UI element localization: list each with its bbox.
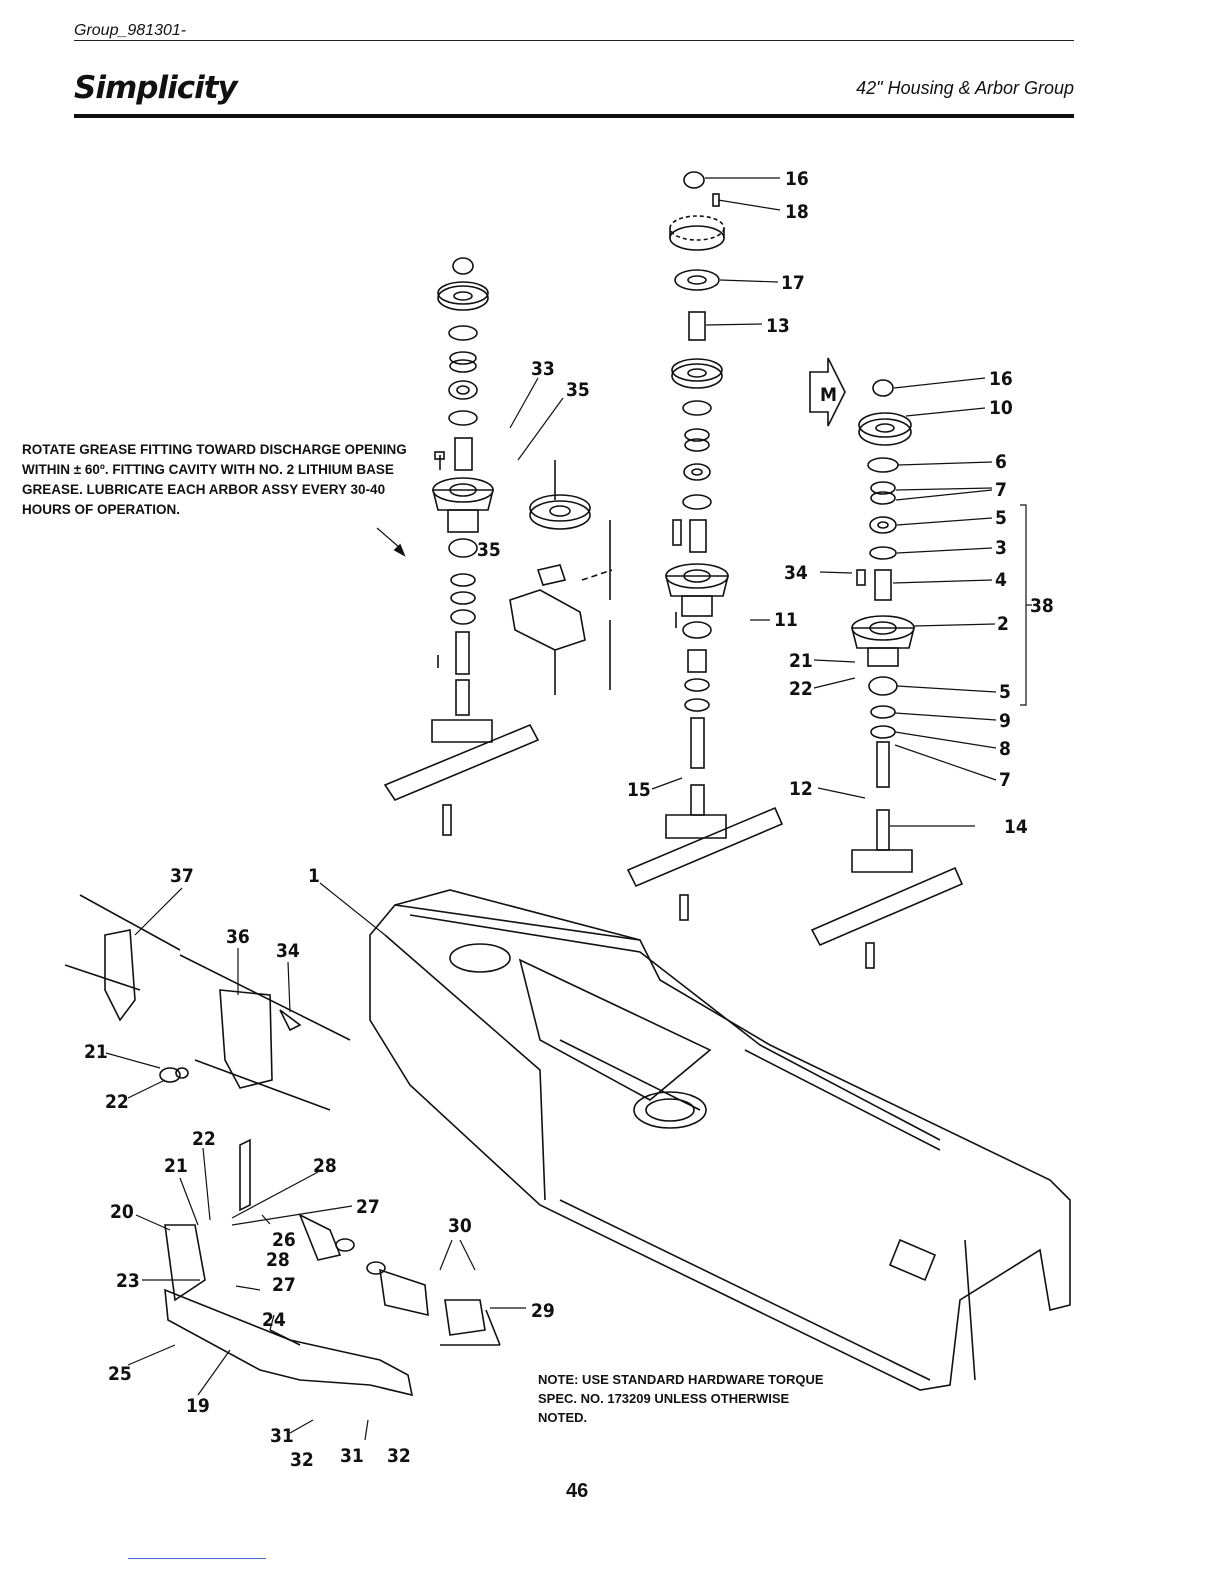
bracket-assembly <box>64 894 351 1111</box>
callout-18: 18 <box>785 201 809 223</box>
callout-25: 25 <box>108 1363 132 1385</box>
callout-8: 8 <box>999 738 1011 760</box>
callout-15: 15 <box>627 779 651 801</box>
torque-note: NOTE: USE STANDARD HARDWARE TORQUE SPEC.… <box>538 1372 824 1425</box>
brand-logo: Simplicity <box>74 70 238 106</box>
grease-instruction-note: ROTATE GREASE FITTING TOWARD DISCHARGE O… <box>22 442 407 517</box>
callout-1: 1 <box>308 865 320 887</box>
callout-30: 30 <box>448 1215 472 1237</box>
callout-numbers: 16 18 17 13 16 10 6 7 5 3 4 38 34 2 11 2… <box>84 168 1054 1471</box>
callout-34: 34 <box>784 562 808 584</box>
callout-21: 21 <box>789 650 813 672</box>
callout-22: 22 <box>192 1128 216 1150</box>
callout-31: 31 <box>270 1425 294 1447</box>
callout-21: 21 <box>84 1041 108 1063</box>
callout-22: 22 <box>105 1091 129 1113</box>
callout-34: 34 <box>276 940 300 962</box>
callout-5: 5 <box>999 681 1011 703</box>
callout-3: 3 <box>995 537 1007 559</box>
header-rule <box>74 40 1074 41</box>
callout-33: 33 <box>531 358 555 380</box>
callout-21: 21 <box>164 1155 188 1177</box>
callout-31: 31 <box>340 1445 364 1467</box>
callout-16: 16 <box>989 368 1013 390</box>
leader-lines <box>105 177 1032 1441</box>
callout-14: 14 <box>1004 816 1028 838</box>
callout-17: 17 <box>781 272 805 294</box>
callout-20: 20 <box>110 1201 134 1223</box>
callout-24: 24 <box>262 1309 286 1331</box>
page-number: 46 <box>566 1480 589 1502</box>
callout-16: 16 <box>785 168 809 190</box>
callout-11: 11 <box>774 609 798 631</box>
arbor-assembly-right <box>809 357 964 969</box>
callout-9: 9 <box>999 710 1011 732</box>
callout-2: 2 <box>997 613 1009 635</box>
header-rule-thick <box>74 114 1074 118</box>
callout-6: 6 <box>995 451 1007 473</box>
callout-22: 22 <box>789 678 813 700</box>
arbor-assembly-middle <box>626 171 784 921</box>
callout-27: 27 <box>272 1274 296 1296</box>
page-title: 42" Housing & Arbor Group <box>856 78 1074 98</box>
callout-4: 4 <box>995 569 1007 591</box>
callout-35: 35 <box>566 379 590 401</box>
callout-10: 10 <box>989 397 1013 419</box>
callout-26: 26 <box>272 1229 296 1251</box>
callout-35: 35 <box>477 539 501 561</box>
callout-38: 38 <box>1030 595 1054 617</box>
idler-bracket-assembly <box>509 460 613 695</box>
roller-arm-assembly <box>164 1138 501 1397</box>
callout-28: 28 <box>266 1249 290 1271</box>
callout-32: 32 <box>387 1445 411 1467</box>
callout-23: 23 <box>116 1270 140 1292</box>
callout-37: 37 <box>170 865 194 887</box>
callout-28: 28 <box>313 1155 337 1177</box>
callout-7: 7 <box>995 479 1007 501</box>
footer-rule <box>128 1558 266 1559</box>
callout-36: 36 <box>226 926 250 948</box>
callout-32: 32 <box>290 1449 314 1471</box>
callout-12: 12 <box>789 778 813 800</box>
callout-29: 29 <box>531 1300 555 1322</box>
arbor-assembly-left <box>383 257 540 836</box>
callout-13: 13 <box>766 315 790 337</box>
callout-27: 27 <box>356 1196 380 1218</box>
callout-19: 19 <box>186 1395 210 1417</box>
motor-marker: M <box>820 384 837 406</box>
callout-5: 5 <box>995 507 1007 529</box>
mower-housing <box>369 889 1071 1391</box>
group-number: Group_981301- <box>74 22 187 39</box>
callout-7: 7 <box>999 769 1011 791</box>
